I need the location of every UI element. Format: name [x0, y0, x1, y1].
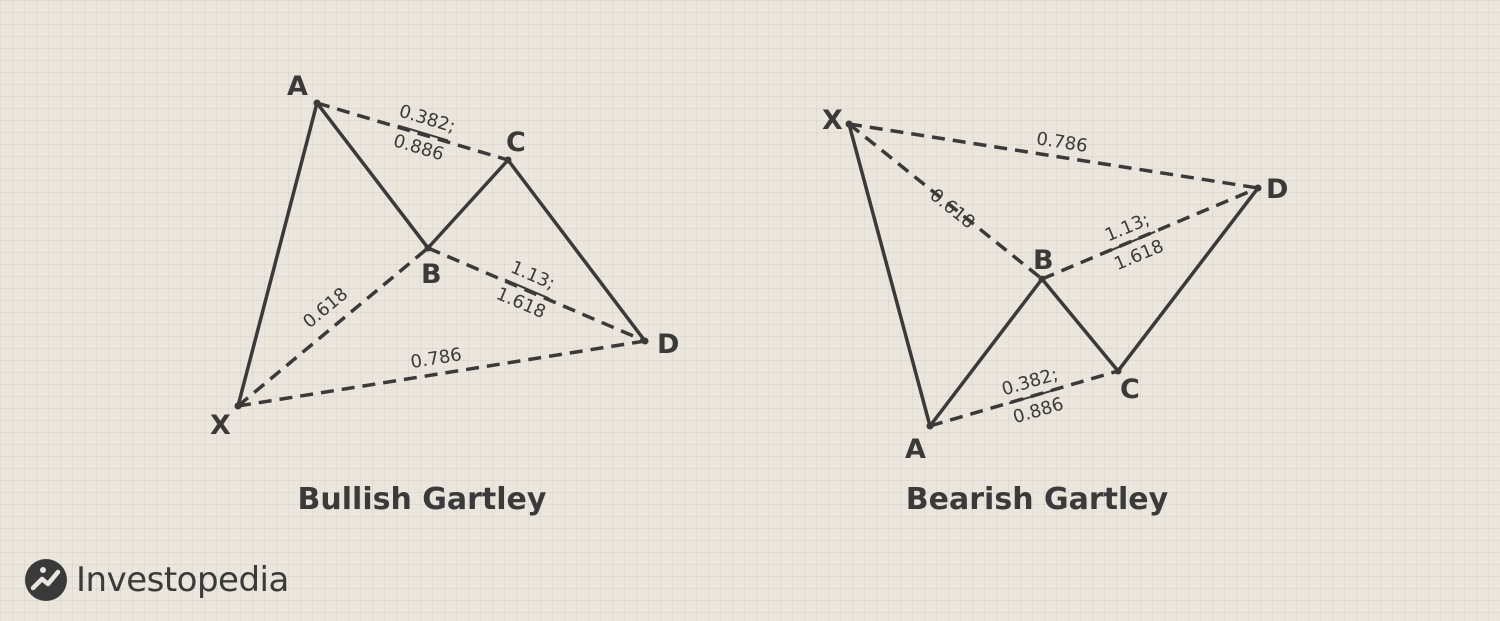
bullish-dashed-bd	[427, 246, 646, 343]
investopedia-logo-icon	[25, 559, 67, 601]
bearish-vertex-b	[1038, 275, 1046, 283]
bullish-leg-xa	[236, 101, 319, 408]
bullish-ratio-bd-bar	[504, 278, 550, 300]
bearish-vertex-x	[845, 120, 853, 128]
bearish-ratio-xb-text: 0.618	[926, 185, 979, 234]
bullish-vertex-d	[641, 337, 649, 345]
bearish-leg-xa	[847, 122, 932, 428]
bearish-ratio-ac-bar	[1008, 387, 1060, 405]
bullish-ratio-xd-text: 0.786	[409, 344, 463, 373]
bearish-label-x: X	[822, 105, 843, 136]
bullish-ratio-xd: 0.786	[409, 344, 463, 373]
bullish-label-x: X	[210, 410, 231, 441]
bullish-vertex-a	[313, 99, 321, 107]
bullish-ratio-ac: 0.382; 0.886	[391, 101, 458, 165]
bearish-label-d: D	[1266, 174, 1288, 205]
bearish-dashed-xd	[848, 122, 1259, 190]
bullish-label-c: C	[506, 127, 526, 158]
bearish-leg-bc	[1040, 277, 1120, 373]
bullish-leg-ab	[315, 101, 430, 250]
bearish-label-c: C	[1120, 374, 1140, 405]
bearish-ratio-ac-top: 0.382;	[999, 364, 1060, 400]
bearish-ratio-bd: 1.13; 1.618	[1102, 209, 1167, 275]
bullish-gartley-diagram: A C B D X 0.382; 0.886 0.618 1.13; 1.618…	[210, 71, 679, 441]
bearish-vertex-a	[926, 422, 934, 430]
bullish-ratio-xb-text: 0.618	[299, 284, 352, 333]
bearish-dashed-ac	[929, 369, 1119, 428]
bullish-label-a: A	[287, 71, 308, 102]
bearish-vertex-d	[1254, 184, 1262, 192]
bullish-leg-bc	[426, 158, 510, 250]
bullish-ratio-bd: 1.13; 1.618	[493, 257, 558, 323]
bearish-ratio-xb: 0.618	[926, 185, 979, 234]
bullish-leg-cd	[506, 158, 647, 343]
bullish-dashed-ac	[316, 101, 509, 162]
bearish-gartley-title: Bearish Gartley	[905, 482, 1169, 517]
bullish-vertex-x	[234, 402, 242, 410]
bullish-ratio-ac-top: 0.382;	[397, 101, 458, 138]
bearish-label-a: A	[905, 434, 926, 465]
bullish-vertex-b	[424, 244, 432, 252]
bullish-label-d: D	[657, 329, 679, 360]
bullish-ratio-xb: 0.618	[299, 284, 352, 333]
bullish-ratio-ac-bar	[397, 124, 449, 142]
bearish-leg-ab	[928, 277, 1044, 428]
investopedia-logo: Investopedia	[24, 556, 289, 604]
bullish-ratio-ac-bottom: 0.886	[391, 130, 446, 165]
bearish-gartley-diagram: X D B C A 0.786 0.618 1.13; 1.618 0.382;…	[822, 105, 1288, 465]
bullish-label-b: B	[421, 259, 442, 290]
bullish-vertex-c	[504, 156, 512, 164]
bullish-dashed-xd	[237, 339, 646, 408]
bearish-leg-cd	[1116, 186, 1260, 373]
bearish-label-b: B	[1033, 245, 1054, 276]
bullish-dashed-xb	[236, 246, 430, 408]
bearish-ratio-bd-bar	[1110, 230, 1156, 252]
bearish-vertex-c	[1114, 367, 1122, 375]
investopedia-wordmark: Investopedia	[76, 560, 289, 600]
bearish-ratio-ac: 0.382; 0.886	[999, 364, 1066, 428]
bullish-gartley-title: Bullish Gartley	[297, 482, 547, 517]
